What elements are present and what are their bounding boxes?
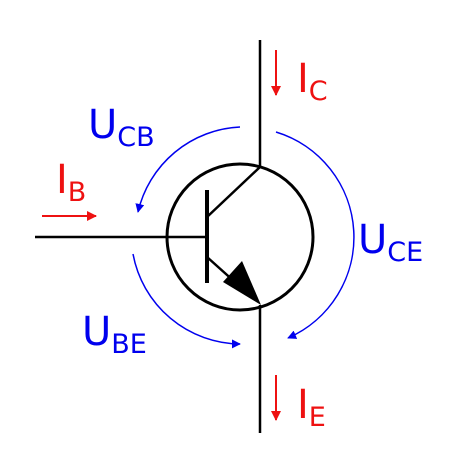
ic-label: IC — [297, 56, 328, 107]
collector-diagonal — [206, 166, 261, 218]
uce-label-sub: CE — [387, 237, 423, 268]
ic-label-main: I — [297, 56, 309, 102]
uce-label: UCE — [358, 217, 423, 268]
ic-label-sub: C — [309, 76, 328, 107]
ucb-label: UCB — [88, 102, 155, 153]
ib-label-sub: B — [68, 177, 87, 208]
ube-label-main: U — [82, 309, 111, 355]
ucb-arc — [135, 126, 241, 213]
ube-label-sub: BE — [111, 329, 147, 360]
ucb-label-sub: CB — [117, 122, 154, 153]
ube-label: UBE — [82, 309, 147, 360]
ube-arc — [132, 253, 241, 349]
ie-label: IE — [297, 382, 326, 433]
ib-label: IB — [56, 157, 86, 208]
ie-label-main: I — [297, 382, 309, 428]
ib-label-main: I — [56, 157, 68, 203]
emitter-arrow — [223, 261, 261, 305]
uce-arc — [275, 131, 355, 339]
ie-label-sub: E — [309, 402, 326, 433]
uce-label-main: U — [358, 217, 387, 263]
ucb-label-main: U — [88, 102, 117, 148]
